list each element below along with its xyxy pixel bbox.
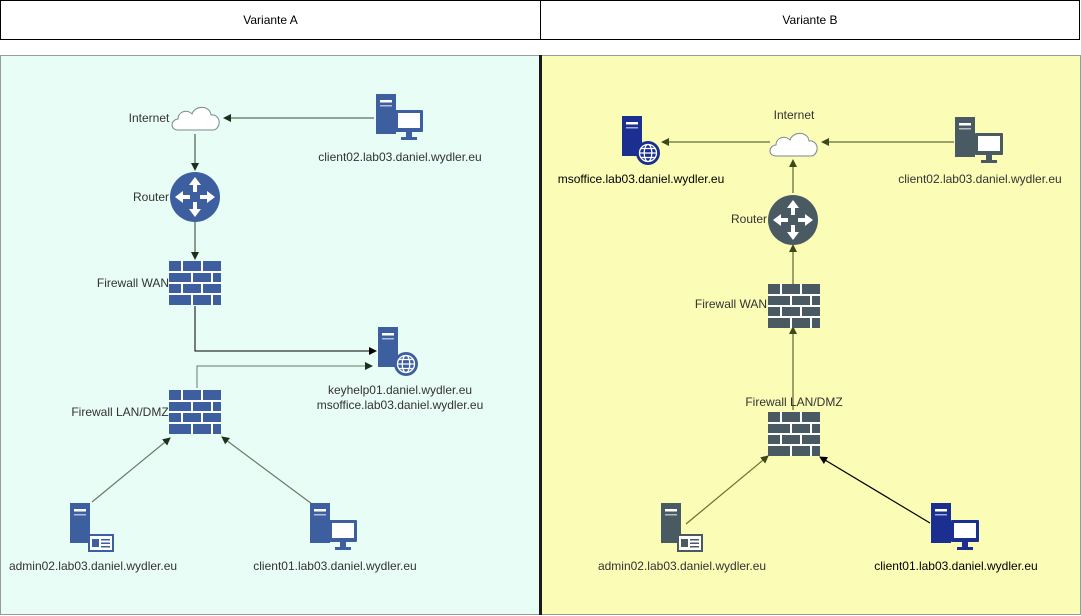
- router-icon: [170, 172, 220, 222]
- firewall-icon: [767, 283, 821, 329]
- web-server-icon: [378, 327, 419, 377]
- panel-variant-a: [0, 55, 540, 615]
- admin02-icon: [661, 503, 703, 552]
- msoffice-server-icon: [622, 116, 661, 166]
- client02-label: client02.lab03.daniel.wydler.eu: [318, 150, 481, 164]
- firewall-icon: [168, 389, 222, 435]
- firewall-icon: [168, 260, 222, 306]
- variant-a-connections: [91, 114, 377, 505]
- header-variant-a-label: Variante A: [243, 13, 298, 27]
- client01-icon: [310, 503, 357, 550]
- client02-label: client02.lab03.daniel.wydler.eu: [898, 172, 1061, 186]
- router-label: Router: [133, 190, 169, 204]
- firewall-lan-label: Firewall LAN/DMZ: [71, 405, 168, 419]
- server-label-line2: msoffice.lab03.daniel.wydler.eu: [317, 398, 484, 412]
- server-label-line1: keyhelp01.daniel.wydler.eu: [328, 383, 472, 397]
- firewall-lan-label: Firewall LAN/DMZ: [745, 395, 842, 409]
- internet-label: Internet: [129, 111, 170, 125]
- client01-icon: [931, 503, 979, 550]
- firewall-icon: [767, 411, 821, 457]
- variant-b-connections: [661, 138, 954, 525]
- client02-icon: [955, 117, 1003, 163]
- client01-label: client01.lab03.daniel.wydler.eu: [874, 559, 1037, 573]
- panel-divider: [539, 55, 542, 615]
- header-variant-b: Variante B: [540, 0, 1080, 40]
- firewall-wan-label: Firewall WAN: [97, 276, 169, 290]
- admin02-label: admin02.lab03.daniel.wydler.eu: [9, 559, 177, 573]
- router-label: Router: [731, 212, 767, 226]
- cloud-icon: [171, 106, 220, 131]
- router-icon: [768, 195, 818, 245]
- client02-icon: [376, 94, 423, 140]
- header-variant-b-label: Variante B: [782, 13, 838, 27]
- firewall-wan-label: Firewall WAN: [695, 297, 767, 311]
- internet-label: Internet: [774, 108, 815, 122]
- msoffice-label: msoffice.lab03.daniel.wydler.eu: [558, 172, 725, 186]
- admin02-icon: [70, 503, 114, 552]
- cloud-icon: [769, 132, 818, 157]
- client01-label: client01.lab03.daniel.wydler.eu: [253, 559, 416, 573]
- header-variant-a: Variante A: [0, 0, 541, 40]
- admin02-label: admin02.lab03.daniel.wydler.eu: [598, 559, 766, 573]
